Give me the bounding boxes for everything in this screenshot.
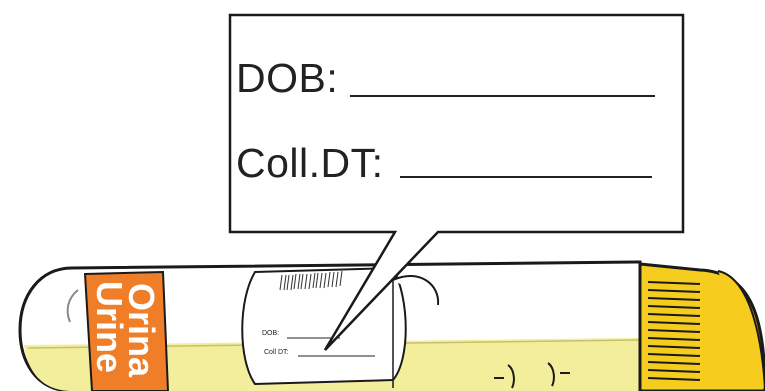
band-text-orina: Orina [120,283,162,377]
callout-coll-label: Coll.DT: [236,140,384,187]
tube-dob-label: DOB: [262,330,279,337]
tube-coll-label: Coll DT: [264,349,289,356]
cap [640,264,765,391]
callout-coll-line [400,176,652,178]
callout-dob-line [350,95,655,97]
callout-dob-label: DOB: [236,55,338,102]
